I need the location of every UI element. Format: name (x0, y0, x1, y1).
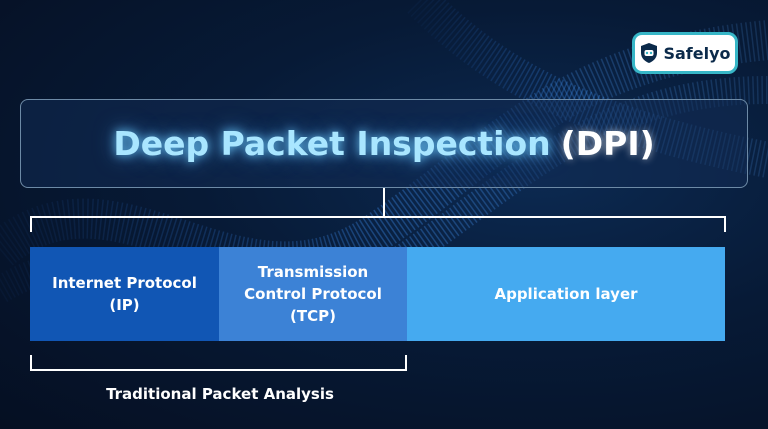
layer-label-line: (IP) (109, 296, 140, 314)
title-main: Deep Packet Inspection (113, 124, 551, 163)
bottom-bracket (30, 355, 407, 371)
robot-shield-icon (641, 43, 658, 63)
layer-label-line: Control Protocol (244, 285, 382, 303)
layer-label-line: Transmission (257, 263, 369, 281)
layer-label-line: Application layer (494, 285, 638, 303)
layer-transmission-control-protocol: Transmission Control Protocol (TCP) (219, 247, 407, 341)
layer-application: Application layer (407, 247, 725, 341)
brand-name: Safelyo (663, 43, 731, 63)
layer-label-line: (TCP) (290, 307, 336, 325)
title-box: Deep Packet Inspection(DPI) (20, 99, 748, 188)
traditional-analysis-label: Traditional Packet Analysis (106, 385, 334, 403)
top-bracket (30, 216, 726, 232)
diagram-title: Deep Packet Inspection(DPI) (113, 124, 654, 163)
layer-label-line: Internet Protocol (52, 274, 197, 292)
layer-internet-protocol: Internet Protocol (IP) (30, 247, 219, 341)
title-abbr: (DPI) (560, 124, 655, 163)
safelyo-logo: Safelyo (632, 32, 738, 74)
